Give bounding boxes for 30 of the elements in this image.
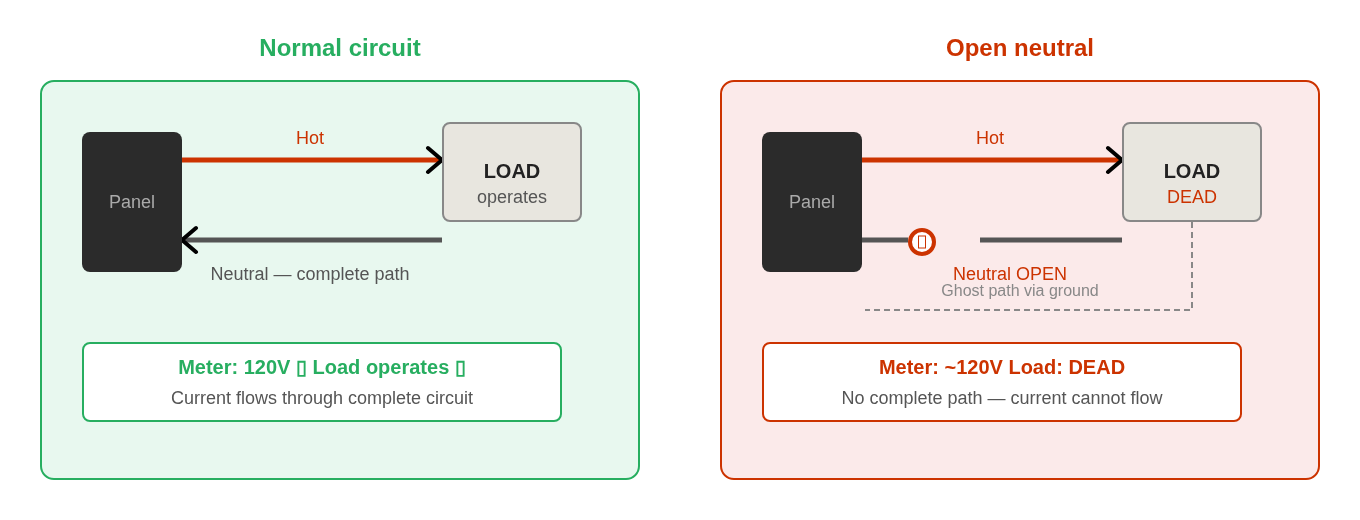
- load-status: operates: [476, 186, 548, 209]
- dashed-wire: [864, 221, 1193, 311]
- edge-label: Hot: [296, 127, 324, 149]
- break-marker-icon: [908, 228, 936, 256]
- wire-label: Neutral OPEN: [953, 263, 1067, 284]
- electrical-panel: [82, 132, 182, 272]
- wire-arrow: [862, 146, 1124, 174]
- load-box: [442, 122, 582, 222]
- meter-note: No complete path — current cannot flow: [841, 386, 1163, 410]
- node-label: Panel: [108, 191, 155, 214]
- edge-label: Ghost path via ground: [941, 281, 1099, 301]
- wire: [862, 237, 908, 243]
- load-status: DEAD: [1167, 186, 1217, 209]
- meter-reading-box: [82, 342, 562, 422]
- load-title: LOAD: [1163, 159, 1221, 183]
- meter-note: Current flows through complete circuit: [170, 386, 474, 410]
- meter-reading-box: [762, 342, 1242, 422]
- edge-label: Neutral — complete path: [210, 263, 410, 285]
- load-title: LOAD: [483, 159, 541, 183]
- wire-arrow: [180, 226, 442, 254]
- node-label: Panel: [788, 191, 835, 214]
- edge-label: Hot: [976, 127, 1004, 149]
- meter-reading: Meter: 120V ▯ Load operates ▯: [178, 354, 466, 379]
- panel-title: Open neutral: [946, 33, 1094, 63]
- wire: [980, 237, 1122, 243]
- panel-title: Normal circuit: [259, 33, 421, 63]
- electrical-panel: [762, 132, 862, 272]
- meter-reading: Meter: ~120V Load: DEAD: [878, 354, 1126, 379]
- wire-arrow: [182, 146, 444, 174]
- load-box: [1122, 122, 1262, 222]
